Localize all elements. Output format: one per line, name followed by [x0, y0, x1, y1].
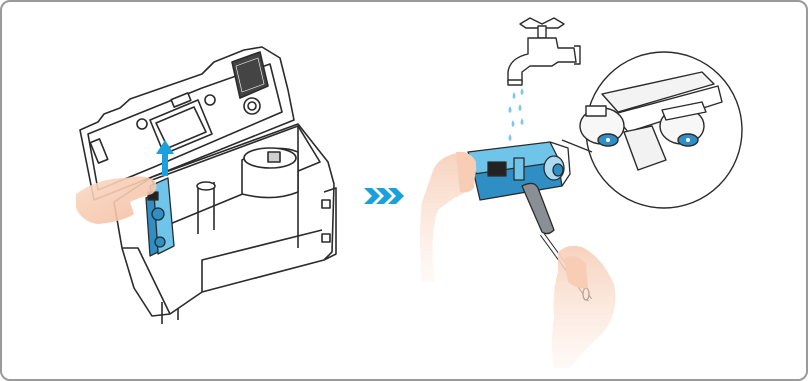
- magnified-detail-circle: [562, 52, 742, 208]
- triple-chevron-right-icon: [364, 188, 404, 204]
- hand-holding-pump: [420, 152, 476, 282]
- pump-module-right: [468, 142, 570, 200]
- water-drops-icon: [509, 88, 524, 141]
- hand-holding-brush: [552, 246, 616, 368]
- faucet-icon: [508, 18, 580, 85]
